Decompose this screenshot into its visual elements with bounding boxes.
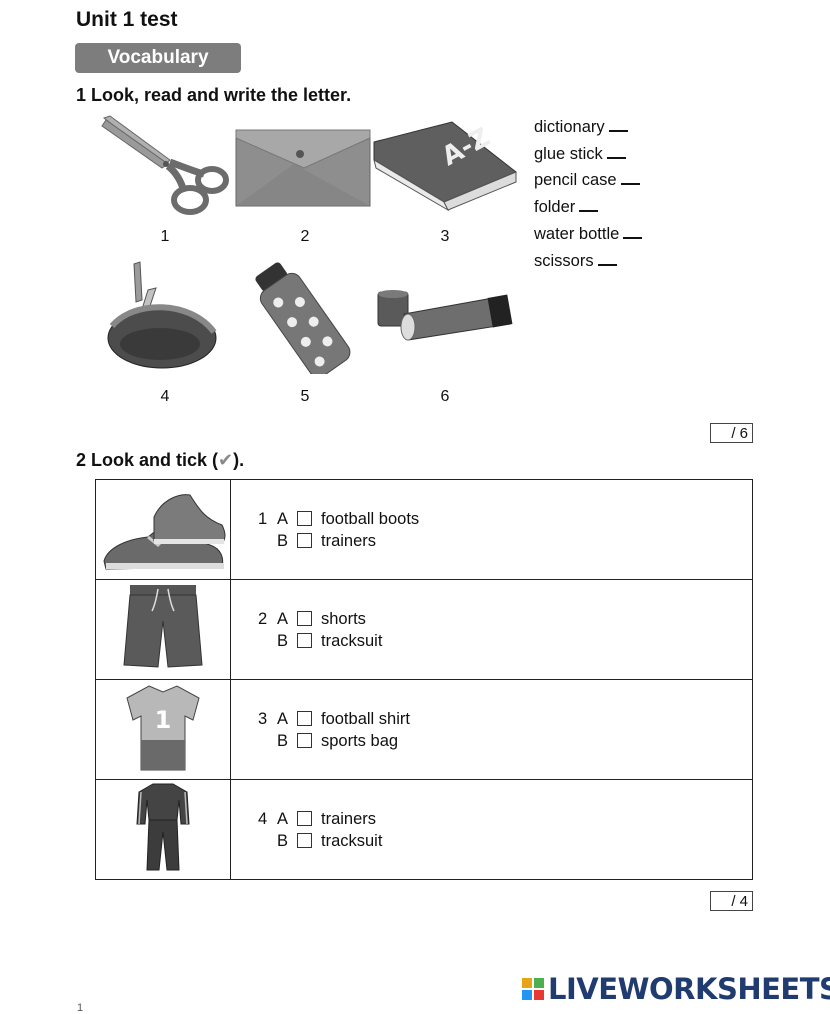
- option-label: trainers: [321, 531, 377, 550]
- item-number: 4: [258, 809, 268, 828]
- picture-cell: [95, 579, 231, 680]
- word-text: folder: [534, 198, 576, 216]
- brand-text: LIVEWORKSHEETS: [548, 972, 830, 1006]
- shorts-icon: [123, 585, 203, 668]
- option-letter: B: [277, 631, 289, 650]
- answer-blank[interactable]: [597, 250, 617, 266]
- shirt-number: 1: [155, 706, 172, 734]
- q1-heading: 1 Look, read and write the letter.: [76, 85, 352, 105]
- q2-score-box: / 4: [710, 891, 753, 911]
- image-number: 3: [440, 228, 450, 245]
- page-number: 1: [77, 1002, 84, 1014]
- picture-cell: [95, 779, 231, 880]
- option-label: tracksuit: [321, 831, 383, 850]
- water-bottle-icon: [255, 262, 351, 374]
- word-text: pencil case: [534, 171, 617, 189]
- option-label: tracksuit: [321, 631, 383, 650]
- item-number: 1: [258, 509, 268, 528]
- dictionary-icon: A-Z: [373, 121, 517, 212]
- word-item: pencil case: [534, 169, 640, 190]
- tracksuit-icon: [136, 783, 190, 871]
- checkbox[interactable]: [297, 733, 312, 748]
- word-item: folder: [534, 196, 599, 217]
- word-text: glue stick: [534, 145, 603, 163]
- trainers-icon: [103, 494, 226, 570]
- q1-score-box: / 6: [710, 423, 753, 443]
- liveworksheets-logo[interactable]: LIVEWORKSHEETS: [522, 972, 830, 1006]
- scissors-icon: [101, 115, 229, 215]
- answer-blank[interactable]: [623, 223, 643, 239]
- logo-squares-icon: [522, 978, 544, 1000]
- checkbox[interactable]: [297, 833, 312, 848]
- image-number: 2: [300, 228, 310, 245]
- option-label: sports bag: [321, 731, 399, 750]
- picture-cell: [95, 479, 231, 580]
- option-letter: A: [277, 609, 289, 628]
- image-number: 6: [440, 388, 450, 405]
- image-number: 4: [160, 388, 170, 405]
- checkbox[interactable]: [297, 533, 312, 548]
- option-letter: A: [277, 709, 289, 728]
- answer-blank[interactable]: [608, 116, 628, 132]
- option-label: shorts: [321, 609, 366, 628]
- option-letter: B: [277, 731, 289, 750]
- pencil-case-icon: [107, 261, 217, 369]
- q2-heading-end: ).: [233, 450, 245, 470]
- checkbox[interactable]: [297, 633, 312, 648]
- word-item: dictionary: [534, 116, 628, 137]
- checkbox[interactable]: [297, 611, 312, 626]
- word-text: dictionary: [534, 118, 605, 136]
- checkbox[interactable]: [297, 811, 312, 826]
- checkbox[interactable]: [297, 711, 312, 726]
- word-item: water bottle: [534, 223, 643, 244]
- option-label: football boots: [321, 509, 420, 528]
- item-number: 2: [258, 609, 268, 628]
- folder-icon: [235, 129, 371, 207]
- answer-blank[interactable]: [579, 196, 599, 212]
- option-label: trainers: [321, 809, 377, 828]
- word-item: glue stick: [534, 143, 626, 164]
- picture-cell: 1: [95, 679, 231, 780]
- word-item: scissors: [534, 250, 617, 271]
- answer-blank[interactable]: [606, 143, 626, 159]
- option-letter: B: [277, 531, 289, 550]
- football-shirt-icon: 1: [126, 685, 200, 771]
- option-letter: B: [277, 831, 289, 850]
- page-title: Unit 1 test: [76, 8, 178, 31]
- tick-icon: ✔: [218, 450, 234, 470]
- section-badge: Vocabulary: [75, 43, 241, 73]
- option-letter: A: [277, 509, 289, 528]
- q2-heading-text: 2 Look and tick (: [76, 450, 219, 470]
- word-text: water bottle: [534, 225, 620, 243]
- image-number: 1: [160, 228, 170, 245]
- item-number: 3: [258, 709, 268, 728]
- q2-heading: 2 Look and tick (✔).: [76, 450, 244, 471]
- option-label: football shirt: [321, 709, 410, 728]
- checkbox[interactable]: [297, 511, 312, 526]
- glue-stick-icon: [377, 290, 513, 341]
- answer-blank[interactable]: [620, 169, 640, 185]
- word-text: scissors: [534, 252, 594, 270]
- option-letter: A: [277, 809, 289, 828]
- image-number: 5: [300, 388, 310, 405]
